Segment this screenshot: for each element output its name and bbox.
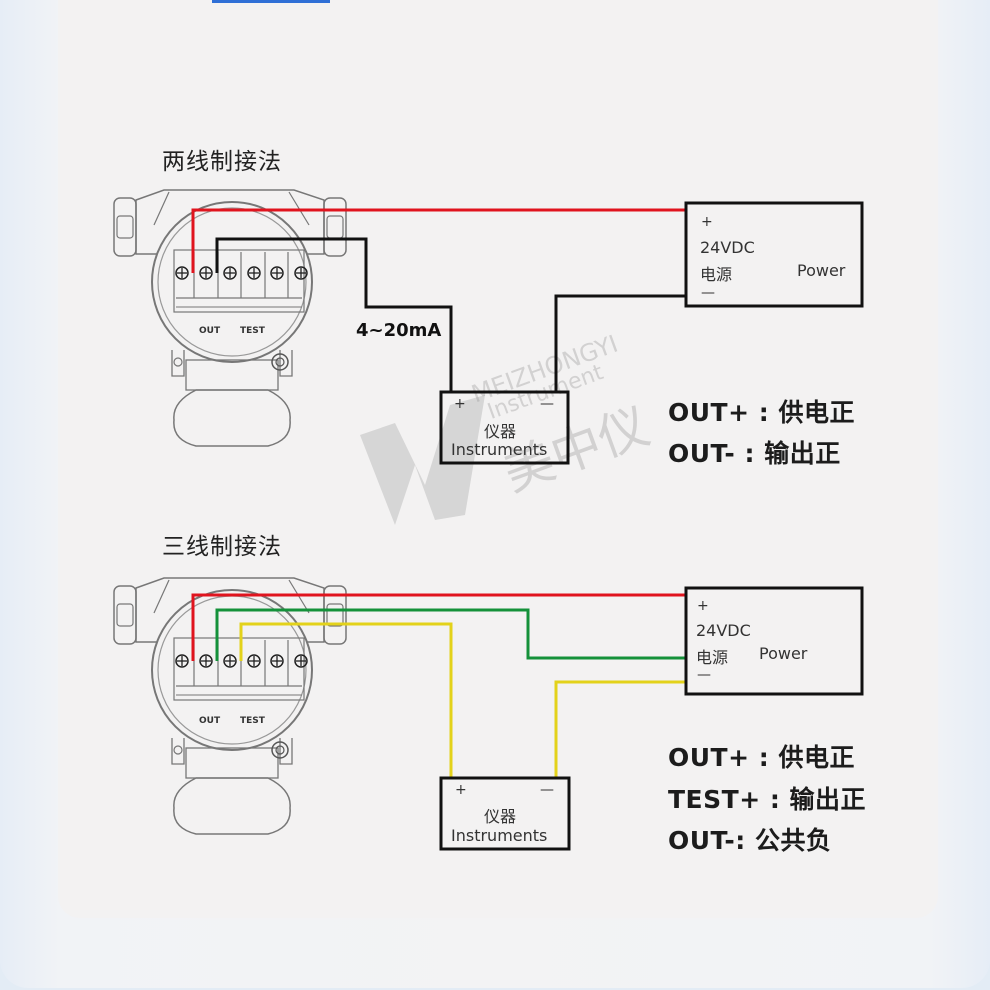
s1-out-plus-wire xyxy=(191,208,686,273)
two-wire-title: 两线制接法 xyxy=(162,149,282,175)
s2-power-voltage: 24VDC xyxy=(696,621,751,640)
s2-terminal-out-label: OUT xyxy=(199,716,221,726)
s2-legend-test-plus: TEST+ : 输出正 xyxy=(668,785,867,814)
content-card xyxy=(58,0,938,918)
s2-power-name-en: Power xyxy=(759,644,808,663)
s2-legend-out-minus: OUT-: 公共负 xyxy=(668,826,832,855)
transmitter-1 xyxy=(113,189,347,447)
s1-power-box xyxy=(684,201,864,308)
s1-power-name-cn: 电源 xyxy=(700,265,733,284)
s1-instrument-name-en: Instruments xyxy=(451,440,548,459)
s1-terminal-test-label: TEST xyxy=(240,326,265,336)
s1-instrument-name-cn: 仪器 xyxy=(484,422,517,441)
s1-instrument-plus: + xyxy=(454,396,466,412)
s1-terminal-out-label: OUT xyxy=(199,326,221,336)
s2-instrument-minus: — xyxy=(540,782,554,798)
s2-power-minus: — xyxy=(697,667,711,683)
s2-terminal-test-label: TEST xyxy=(240,716,265,726)
current-label: 4~20mA xyxy=(356,320,442,341)
s2-power-plus: + xyxy=(697,598,709,614)
s1-power-voltage: 24VDC xyxy=(700,238,755,257)
s2-instrument-plus: + xyxy=(455,782,467,798)
s2-out-minus-wire xyxy=(215,608,686,661)
s1-return-wire xyxy=(554,294,686,392)
transmitter-2 xyxy=(113,577,347,835)
s2-test-plus-wire xyxy=(239,622,453,778)
three-wire-title: 三线制接法 xyxy=(162,534,282,560)
s2-instrument-name-cn: 仪器 xyxy=(484,807,517,826)
s1-power-name-en: Power xyxy=(797,261,846,280)
s1-power-minus: — xyxy=(701,285,715,301)
s1-instrument-minus: — xyxy=(540,396,554,412)
s2-instrument-name-en: Instruments xyxy=(451,826,548,845)
s2-return-wire xyxy=(554,680,686,778)
s1-instrument-box xyxy=(439,390,570,465)
s1-power-plus: + xyxy=(701,214,713,230)
s2-power-name-cn: 电源 xyxy=(696,648,729,667)
s1-legend-out-plus: OUT+ : 供电正 xyxy=(668,398,855,427)
s2-out-plus-wire xyxy=(191,593,686,661)
active-tab-indicator xyxy=(212,0,330,3)
s2-power-box xyxy=(684,586,864,696)
s1-out-minus-wire xyxy=(215,237,453,392)
s1-legend-out-minus: OUT- : 输出正 xyxy=(668,439,841,468)
s2-instrument-box xyxy=(439,776,571,851)
s2-legend-out-plus: OUT+ : 供电正 xyxy=(668,743,855,772)
